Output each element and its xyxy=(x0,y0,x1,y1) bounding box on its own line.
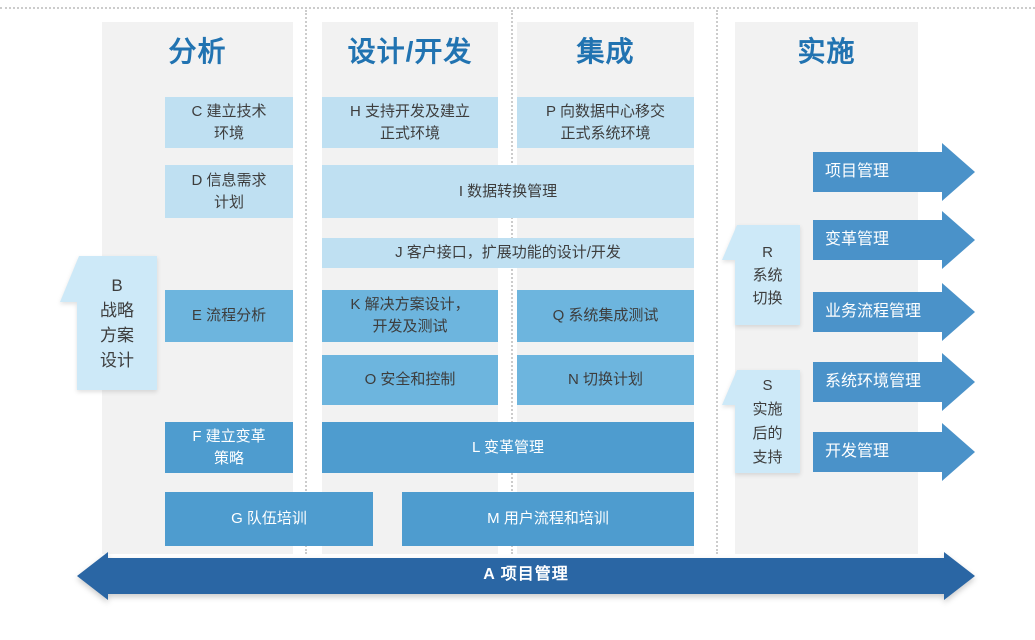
task-box-L: L 变革管理 xyxy=(322,422,694,473)
right-arrow-icon xyxy=(813,283,975,341)
right-arrow-icon xyxy=(813,143,975,201)
task-box-K: K 解决方案设计， 开发及测试 xyxy=(322,290,498,342)
side-arrow-label: 变革管理 xyxy=(825,231,890,248)
right-arrow-icon xyxy=(813,353,975,411)
banner-B-strategy-design: B 战略 方案 设计 xyxy=(60,256,157,390)
task-box-I: I 数据转换管理 xyxy=(322,165,694,218)
task-box-Q: Q 系统集成测试 xyxy=(517,290,694,342)
side-arrow-label: 系统环境管理 xyxy=(825,373,922,390)
right-arrow-icon xyxy=(813,423,975,481)
banner-S-post-implementation-support: S 实施 后的 支持 xyxy=(722,370,800,473)
task-box-E: E 流程分析 xyxy=(165,290,293,342)
task-box-M: M 用户流程和培训 xyxy=(402,492,694,546)
side-arrow-business-process-management: 业务流程管理 xyxy=(813,283,975,341)
side-arrow-system-environment-management: 系统环境管理 xyxy=(813,353,975,411)
column-separator-2 xyxy=(511,10,513,554)
side-arrow-project-management: 项目管理 xyxy=(813,143,975,201)
side-arrow-label: 项目管理 xyxy=(825,163,890,180)
task-box-C: C 建立技术 环境 xyxy=(165,97,293,148)
column-header-design-dev: 设计/开发 xyxy=(347,36,473,67)
banner-B-label: B 战略 方案 设计 xyxy=(100,276,134,370)
side-arrow-change-management: 变革管理 xyxy=(813,211,975,269)
banner-S-label: S 实施 后的 支持 xyxy=(752,376,783,466)
side-arrow-label: 业务流程管理 xyxy=(825,303,922,320)
task-box-H: H 支持开发及建立 正式环境 xyxy=(322,97,498,148)
task-box-O: O 安全和控制 xyxy=(322,355,498,405)
task-box-P: P 向数据中心移交 正式系统环境 xyxy=(517,97,694,148)
side-arrow-development-management: 开发管理 xyxy=(813,423,975,481)
double-arrow-icon xyxy=(77,552,975,600)
banner-arrow-shape xyxy=(60,256,157,390)
top-dotted-divider xyxy=(0,7,1035,9)
column-separator-3 xyxy=(716,10,718,554)
banner-arrow-shape xyxy=(722,370,800,473)
banner-arrow-shape xyxy=(722,225,800,325)
task-box-N: N 切换计划 xyxy=(517,355,694,405)
bottom-arrow-label: A 项目管理 xyxy=(483,566,569,583)
right-arrow-icon xyxy=(813,211,975,269)
column-header-implementation: 实施 xyxy=(797,36,856,67)
side-arrow-label: 开发管理 xyxy=(825,443,890,460)
banner-R-system-cutover: R 系统 切换 xyxy=(722,225,800,325)
column-separator-1 xyxy=(305,10,307,554)
task-box-F: F 建立变革 策略 xyxy=(165,422,293,473)
task-box-J: J 客户接口，扩展功能的设计/开发 xyxy=(322,238,694,268)
banner-R-label: R 系统 切换 xyxy=(752,243,783,307)
task-box-G: G 队伍培训 xyxy=(165,492,373,546)
column-header-analysis: 分析 xyxy=(168,36,227,67)
column-header-integration: 集成 xyxy=(576,36,635,67)
bottom-arrow-A-project-management: A 项目管理 xyxy=(77,551,975,601)
task-box-D: D 信息需求 计划 xyxy=(165,165,293,218)
